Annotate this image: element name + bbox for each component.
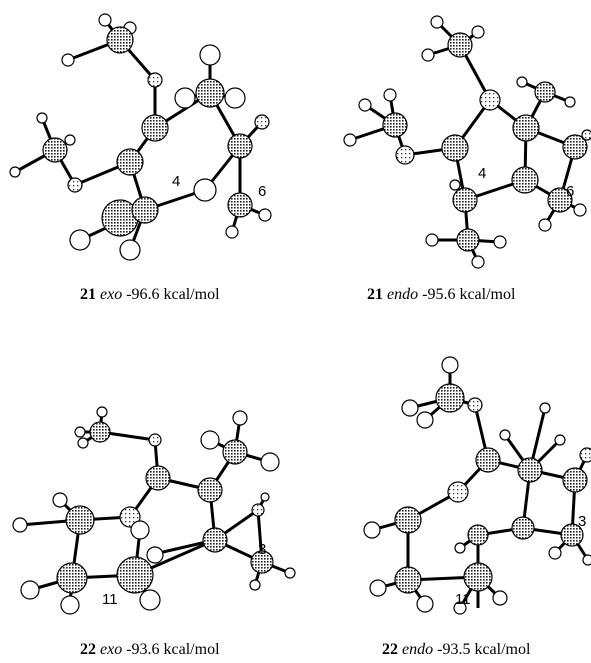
energy-value: -93.5 kcal/mol xyxy=(437,641,531,658)
energy-value: -93.6 kcal/mol xyxy=(126,641,220,658)
conformer-label: exo xyxy=(100,286,123,303)
caption-22-endo: 22 endo -93.5 kcal/mol xyxy=(382,641,530,659)
caption-21-endo: 21 endo -95.6 kcal/mol xyxy=(367,286,515,304)
atom-label-4: 4 xyxy=(172,173,180,190)
atoms xyxy=(9,13,272,261)
conformer-label: endo xyxy=(402,641,434,658)
conformer-label: endo xyxy=(387,286,419,303)
atoms xyxy=(363,356,591,615)
molecule-22-endo: 11 3 xyxy=(363,356,591,615)
atoms xyxy=(343,15,591,269)
molecule-22-exo: 11 3 xyxy=(12,406,296,615)
compound-number: 21 xyxy=(367,286,383,303)
atom-label-3: 3 xyxy=(258,541,266,558)
atom-label-3: 3 xyxy=(578,513,586,530)
atoms xyxy=(12,406,296,615)
compound-number: 22 xyxy=(382,641,398,658)
compound-number: 21 xyxy=(80,286,96,303)
molecule-21-endo: 4 6 xyxy=(343,15,591,269)
atom-label-6: 6 xyxy=(566,183,574,200)
caption-22-exo: 22 exo -93.6 kcal/mol xyxy=(80,641,220,659)
atom-label-6: 6 xyxy=(258,183,266,200)
caption-21-exo: 21 exo -96.6 kcal/mol xyxy=(80,286,220,304)
molecule-21-exo: 4 6 xyxy=(9,13,272,261)
atom-label-4: 4 xyxy=(478,165,486,182)
conformer-label: exo xyxy=(100,641,123,658)
atom-label-11: 11 xyxy=(455,591,471,608)
atom-label-11: 11 xyxy=(102,591,118,608)
energy-value: -95.6 kcal/mol xyxy=(422,286,516,303)
compound-number: 22 xyxy=(80,641,96,658)
energy-value: -96.6 kcal/mol xyxy=(126,286,220,303)
